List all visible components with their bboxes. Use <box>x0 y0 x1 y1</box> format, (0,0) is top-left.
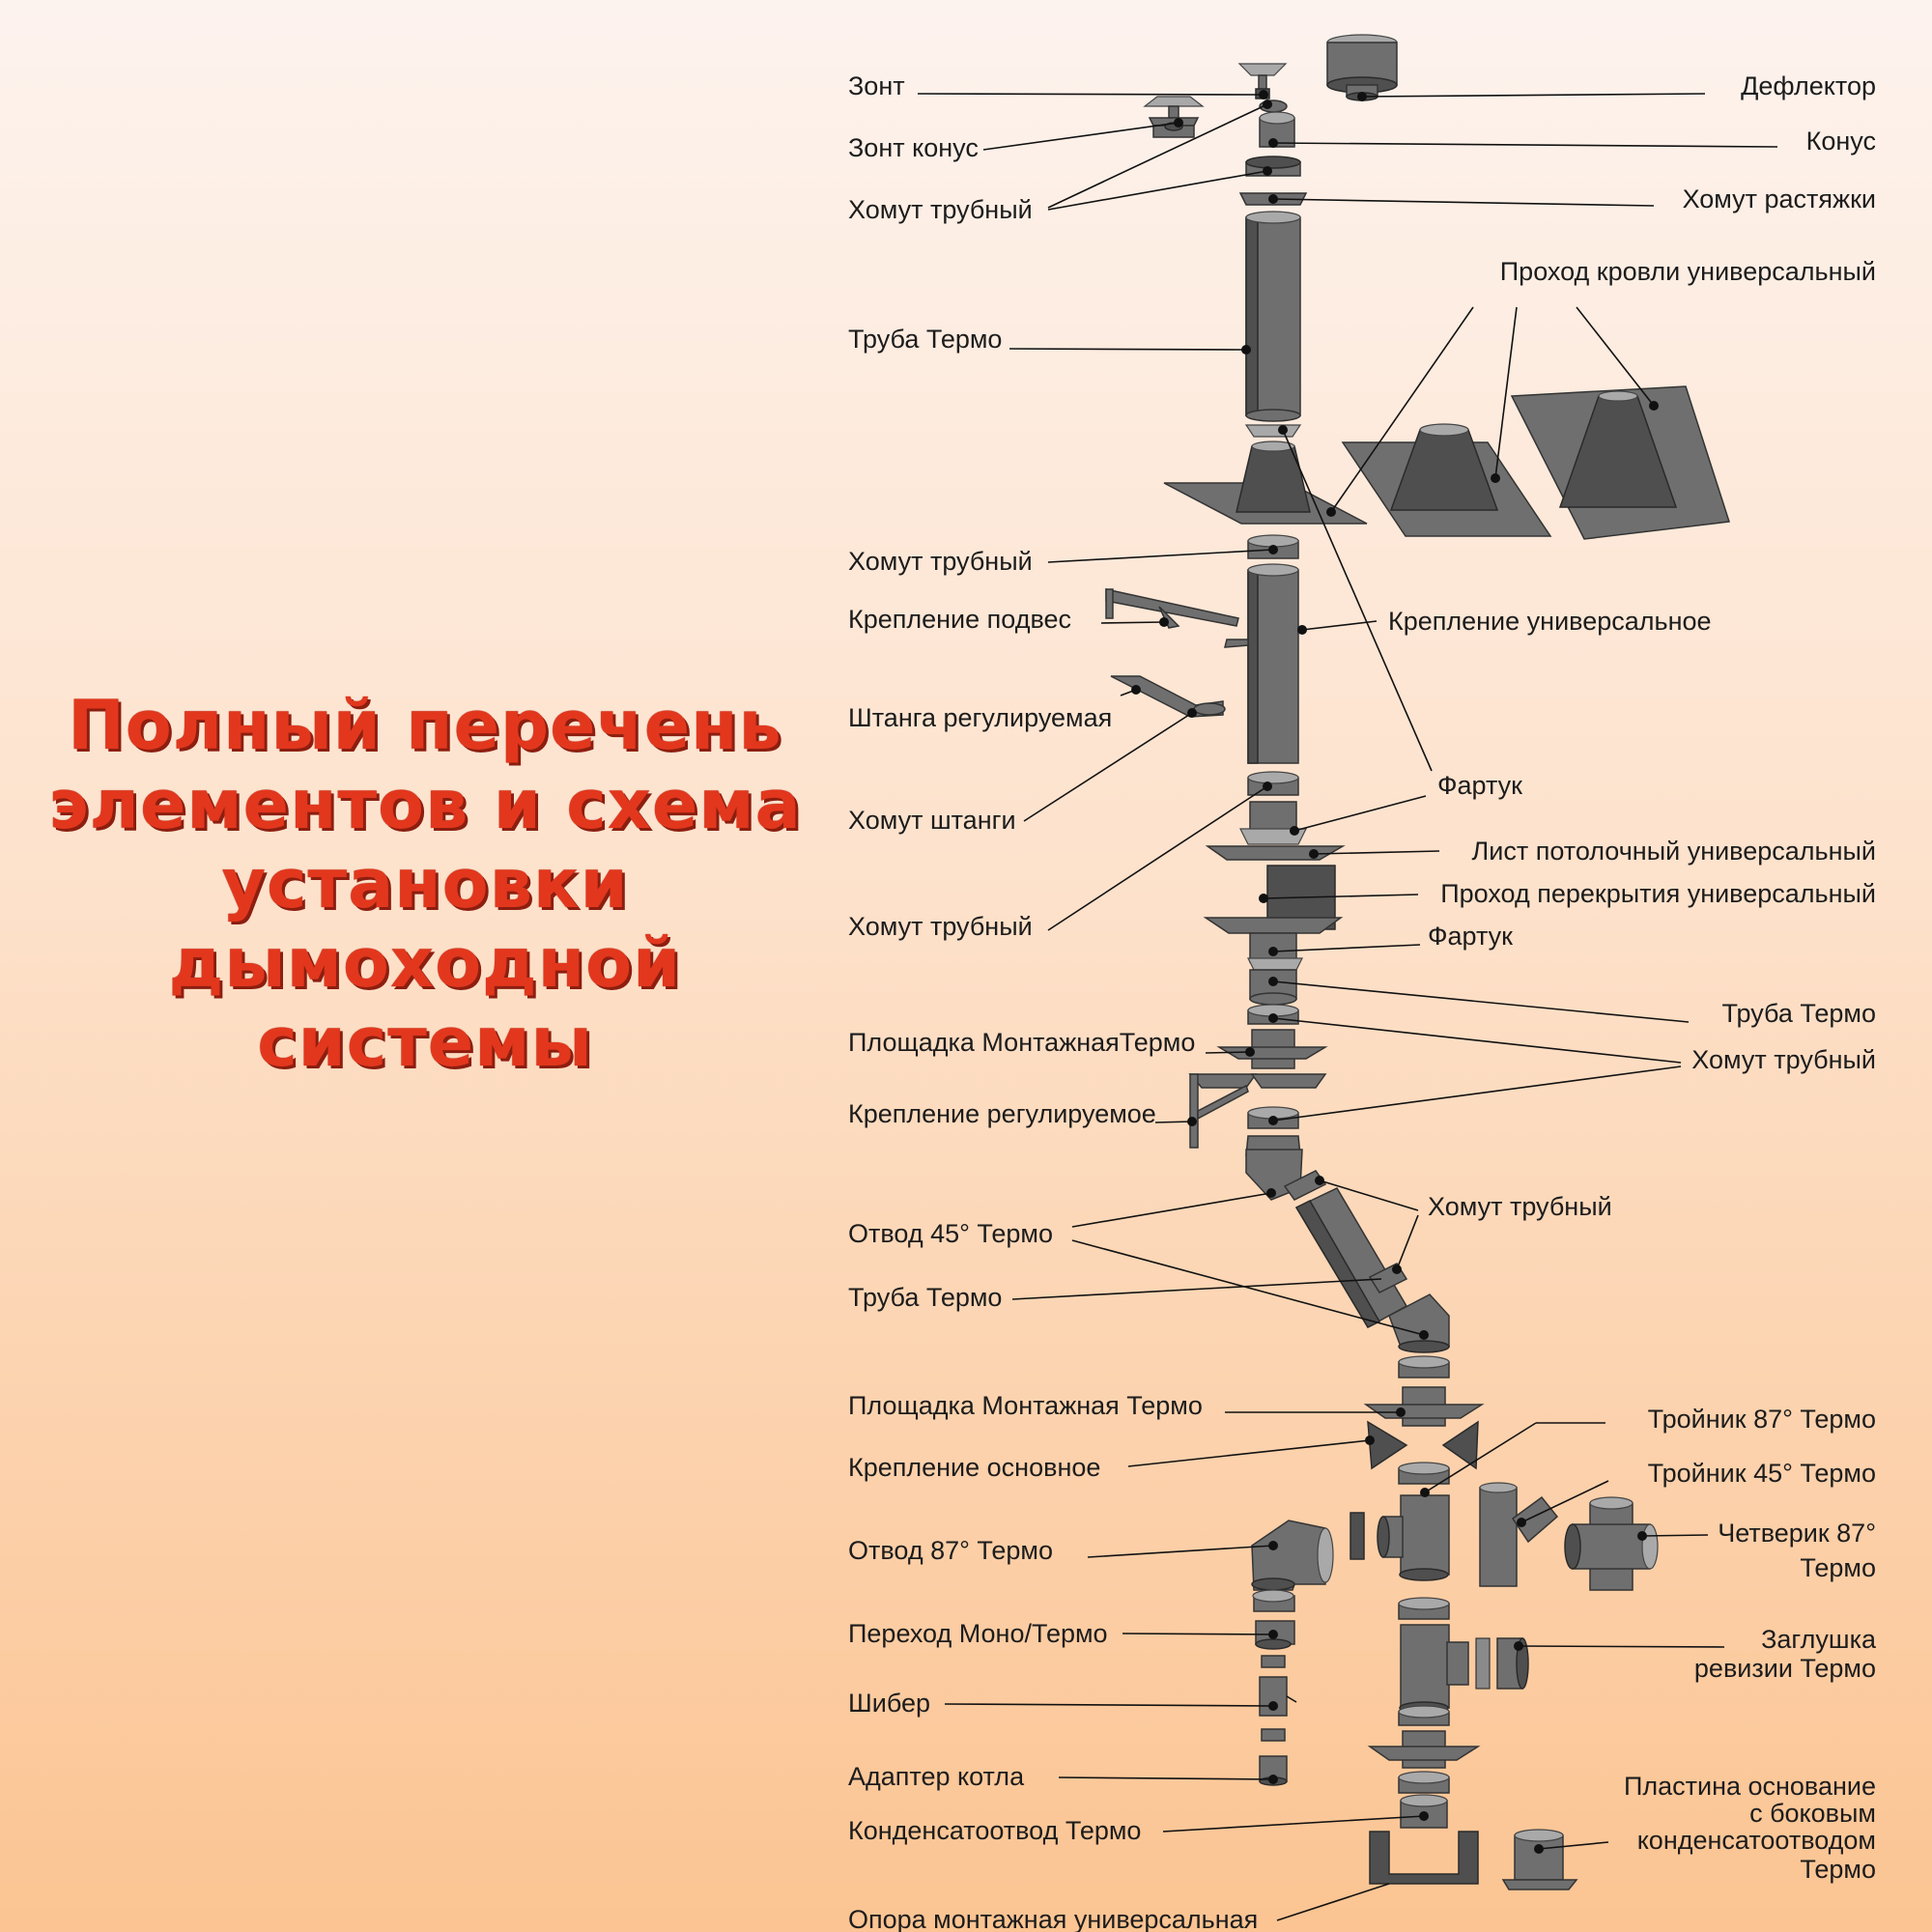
label-zont-konus: Зонт конус <box>848 133 979 162</box>
deflektor-part <box>1326 34 1398 101</box>
label-plastina-1: Пластина основание <box>1624 1772 1876 1801</box>
headline-line-4: дымоходной <box>168 923 682 1003</box>
label-fartuk-2: Фартук <box>1428 922 1513 951</box>
prokhod-perekrytiya-parts <box>1203 771 1346 1006</box>
label-plastina-2: с боковым <box>1749 1799 1876 1828</box>
label-chetverik-2: Термо <box>1800 1553 1876 1582</box>
label-kondensatootvod: Конденсатоотвод Термо <box>848 1816 1141 1845</box>
label-konus: Конус <box>1806 127 1876 156</box>
label-ploshchadka-1: Площадка МонтажнаяТермо <box>848 1028 1195 1057</box>
label-kreplenie-reguliruemoe: Крепление регулируемое <box>848 1099 1156 1128</box>
label-plastina-4: Термо <box>1800 1855 1876 1884</box>
headline: Полный перечень элементов и схема устано… <box>39 686 811 1082</box>
headline-line-3: установки <box>221 844 629 923</box>
labels: Зонт Зонт конус Хомут трубный Дефлектор … <box>848 71 1877 1932</box>
konus-part <box>1238 99 1308 206</box>
label-khomut-shtangi: Хомут штанги <box>848 806 1016 835</box>
label-otvod-45: Отвод 45° Термо <box>848 1219 1053 1248</box>
label-otvod-87: Отвод 87° Термо <box>848 1536 1053 1565</box>
label-khomut-2: Хомут трубный <box>848 547 1033 576</box>
ploshchadka-2-part <box>1363 1355 1485 1470</box>
label-opora: Опора монтажная универсальная <box>848 1905 1258 1932</box>
prokhod-krovli-parts <box>1163 385 1730 540</box>
label-khomut-4: Хомут трубный <box>1691 1045 1876 1074</box>
label-chetverik-1: Четверик 87° <box>1718 1519 1876 1548</box>
label-truba-termo-1: Труба Термо <box>848 325 1002 354</box>
label-shtanga: Штанга регулируемая <box>848 703 1112 732</box>
label-prokhod-krovli: Проход кровли универсальный <box>1500 257 1876 286</box>
label-khomut-5: Хомут трубный <box>1428 1192 1612 1221</box>
truba-termo-1-part <box>1244 211 1302 438</box>
otvod-87-parts <box>1251 1520 1334 1786</box>
label-ploshchadka-2: Площадка Монтажная Термо <box>848 1391 1203 1420</box>
leader-lines <box>917 93 1778 1921</box>
label-prokhod-perekrytiya: Проход перекрытия универсальный <box>1440 879 1876 908</box>
label-troynik-45: Тройник 45° Термо <box>1648 1459 1876 1488</box>
zont-konus-part <box>1143 96 1205 138</box>
label-deflektor: Дефлектор <box>1741 71 1876 100</box>
label-plastina-3: конденсатоотводом <box>1637 1826 1876 1855</box>
label-khomut-rastyazhki: Хомут растяжки <box>1683 185 1876 213</box>
ploshchadka-1-part <box>1188 1004 1328 1156</box>
label-kreplenie-osnovnoe: Крепление основное <box>848 1453 1100 1482</box>
label-kreplenie-universalnoe: Крепление универсальное <box>1388 607 1712 636</box>
label-zaglushka-2: ревизии Термо <box>1694 1654 1876 1683</box>
label-zont: Зонт <box>848 71 905 100</box>
label-troynik-87: Тройник 87° Термо <box>1648 1405 1876 1434</box>
troynik-parts <box>1350 1462 1659 1591</box>
label-perekhod: Переход Моно/Термо <box>848 1619 1108 1648</box>
label-khomut-3: Хомут трубный <box>848 912 1033 941</box>
parts <box>1105 34 1730 1890</box>
zaglushka-parts <box>1398 1597 1529 1715</box>
label-adapter: Адаптер котла <box>848 1762 1025 1791</box>
headline-line-1: Полный перечень <box>68 686 782 765</box>
headline-line-2: элементов и схема <box>48 765 802 844</box>
truba-srednyaya-part <box>1105 534 1299 764</box>
otvod-45-parts <box>1245 1149 1450 1353</box>
nizhnyaya-kolonna-part <box>1367 1705 1578 1890</box>
label-truba-termo-2: Труба Термо <box>1722 999 1876 1028</box>
label-truba-termo-3: Труба Термо <box>848 1283 1002 1312</box>
label-shiber: Шибер <box>848 1689 930 1718</box>
label-kreplenie-podves: Крепление подвес <box>848 605 1071 634</box>
headline-line-5: системы <box>257 1003 593 1082</box>
label-zaglushka-1: Заглушка <box>1761 1625 1877 1654</box>
label-fartuk-1: Фартук <box>1437 771 1522 800</box>
leader-dots <box>1131 90 1659 1854</box>
label-list-potolochny: Лист потолочный универсальный <box>1472 837 1876 866</box>
label-khomut-1: Хомут трубный <box>848 195 1033 224</box>
